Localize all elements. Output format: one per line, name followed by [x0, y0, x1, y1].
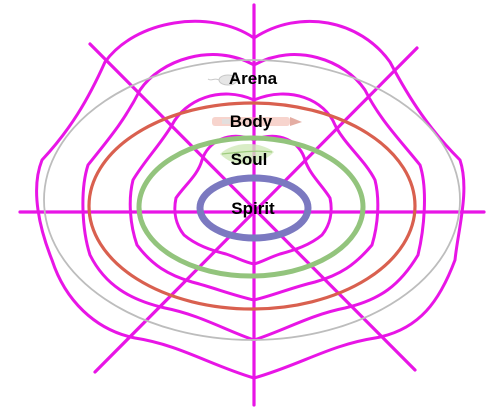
label-spirit: Spirit	[231, 199, 275, 218]
label-body: Body	[230, 112, 273, 131]
label-arena: Arena	[229, 69, 278, 88]
label-soul: Soul	[231, 150, 268, 169]
